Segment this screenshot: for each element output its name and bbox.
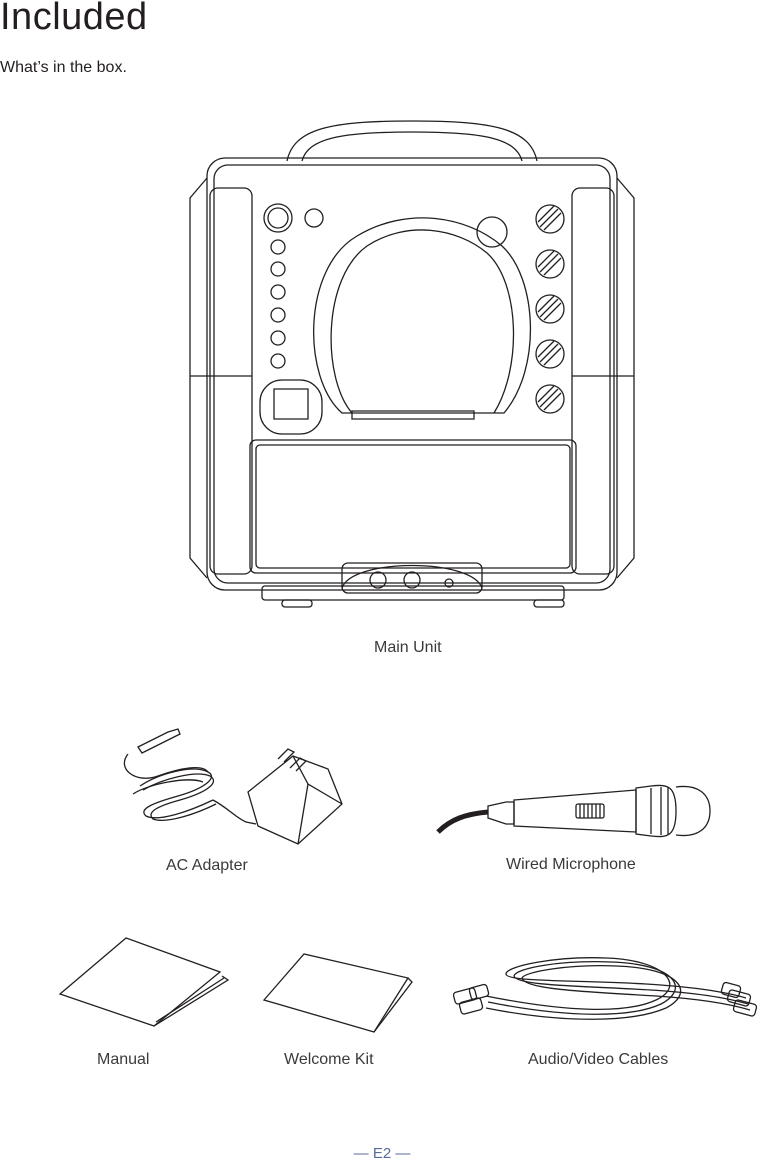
page-number: — E2 — bbox=[353, 1145, 411, 1162]
av-cables-label: Audio/Video Cables bbox=[528, 1051, 669, 1068]
main-unit-illustration bbox=[182, 118, 642, 614]
av-cables-illustration bbox=[446, 952, 764, 1022]
welcome-kit-illustration bbox=[262, 950, 414, 1036]
manual-label: Manual bbox=[97, 1051, 150, 1068]
welcome-kit-label: Welcome Kit bbox=[284, 1051, 374, 1068]
page-subtitle: What’s in the box. bbox=[0, 59, 127, 76]
ac-adapter-label: AC Adapter bbox=[166, 857, 248, 874]
wired-microphone-label: Wired Microphone bbox=[506, 856, 636, 873]
ac-adapter-illustration bbox=[118, 724, 344, 848]
wired-microphone-illustration bbox=[436, 784, 712, 840]
main-unit-label: Main Unit bbox=[374, 639, 442, 656]
manual-illustration bbox=[58, 936, 230, 1028]
page-title: Included bbox=[0, 0, 148, 38]
